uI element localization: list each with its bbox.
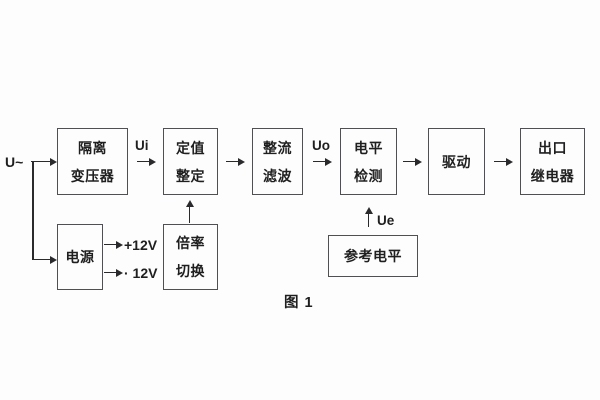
box-setpoint-setting-line1: 定值: [176, 139, 205, 156]
box-rectifier-filter: 整流 滤波: [252, 128, 303, 195]
input-signal-label: U~: [5, 154, 24, 170]
box-power-supply: 电源: [57, 224, 103, 290]
box-isolation-transformer-line2: 变压器: [70, 167, 115, 184]
box-isolation-transformer: 隔离 变压器: [57, 128, 128, 195]
box-drive: 驱动: [428, 128, 485, 195]
line-input-branch-vertical: [32, 161, 34, 260]
box-drive-label: 驱动: [442, 153, 471, 170]
box-setpoint-setting: 定值 整定: [163, 128, 218, 195]
box-rectifier-filter-line1: 整流: [263, 139, 292, 156]
label-minus-12v: · 12V: [124, 265, 158, 281]
box-level-detection-line2: 检测: [354, 167, 383, 184]
box-reference-level: 参考电平: [328, 235, 418, 277]
box-ratio-switch: 倍率 切换: [163, 224, 218, 290]
arrow-transformer-to-setpoint: [137, 157, 156, 166]
box-level-detection: 电平 检测: [340, 128, 397, 195]
arrow-drive-to-relay: [494, 157, 513, 166]
box-output-relay-line1: 出口: [538, 139, 567, 156]
arrow-power-minus12v: [104, 268, 123, 277]
box-isolation-transformer-line1: 隔离: [78, 139, 107, 156]
signal-label-ui: Ui: [135, 138, 149, 153]
arrow-branch-to-power: [32, 255, 57, 264]
box-power-supply-label: 电源: [65, 249, 95, 265]
label-plus-12v: +12V: [124, 237, 158, 253]
box-reference-level-label: 参考电平: [344, 248, 402, 264]
arrow-ratio-to-setpoint: [185, 200, 194, 223]
arrow-level-to-drive: [403, 157, 422, 166]
signal-label-uo: Uo: [312, 138, 330, 153]
box-ratio-switch-line2: 切换: [176, 263, 205, 279]
box-output-relay-line2: 继电器: [530, 167, 575, 184]
arrow-input-to-transformer: [31, 157, 57, 166]
signal-label-ue: Ue: [377, 213, 395, 228]
box-rectifier-filter-line2: 滤波: [263, 167, 292, 184]
box-output-relay: 出口 继电器: [520, 128, 585, 195]
box-ratio-switch-line1: 倍率: [176, 235, 205, 251]
arrow-rectifier-to-level: [313, 157, 332, 166]
arrow-setpoint-to-rectifier: [226, 157, 245, 166]
arrow-reference-to-level: [364, 207, 373, 227]
figure-caption: 图 1: [284, 295, 314, 311]
box-level-detection-line1: 电平: [354, 139, 383, 156]
box-setpoint-setting-line2: 整定: [176, 167, 205, 184]
arrow-power-plus12v: [104, 240, 123, 249]
